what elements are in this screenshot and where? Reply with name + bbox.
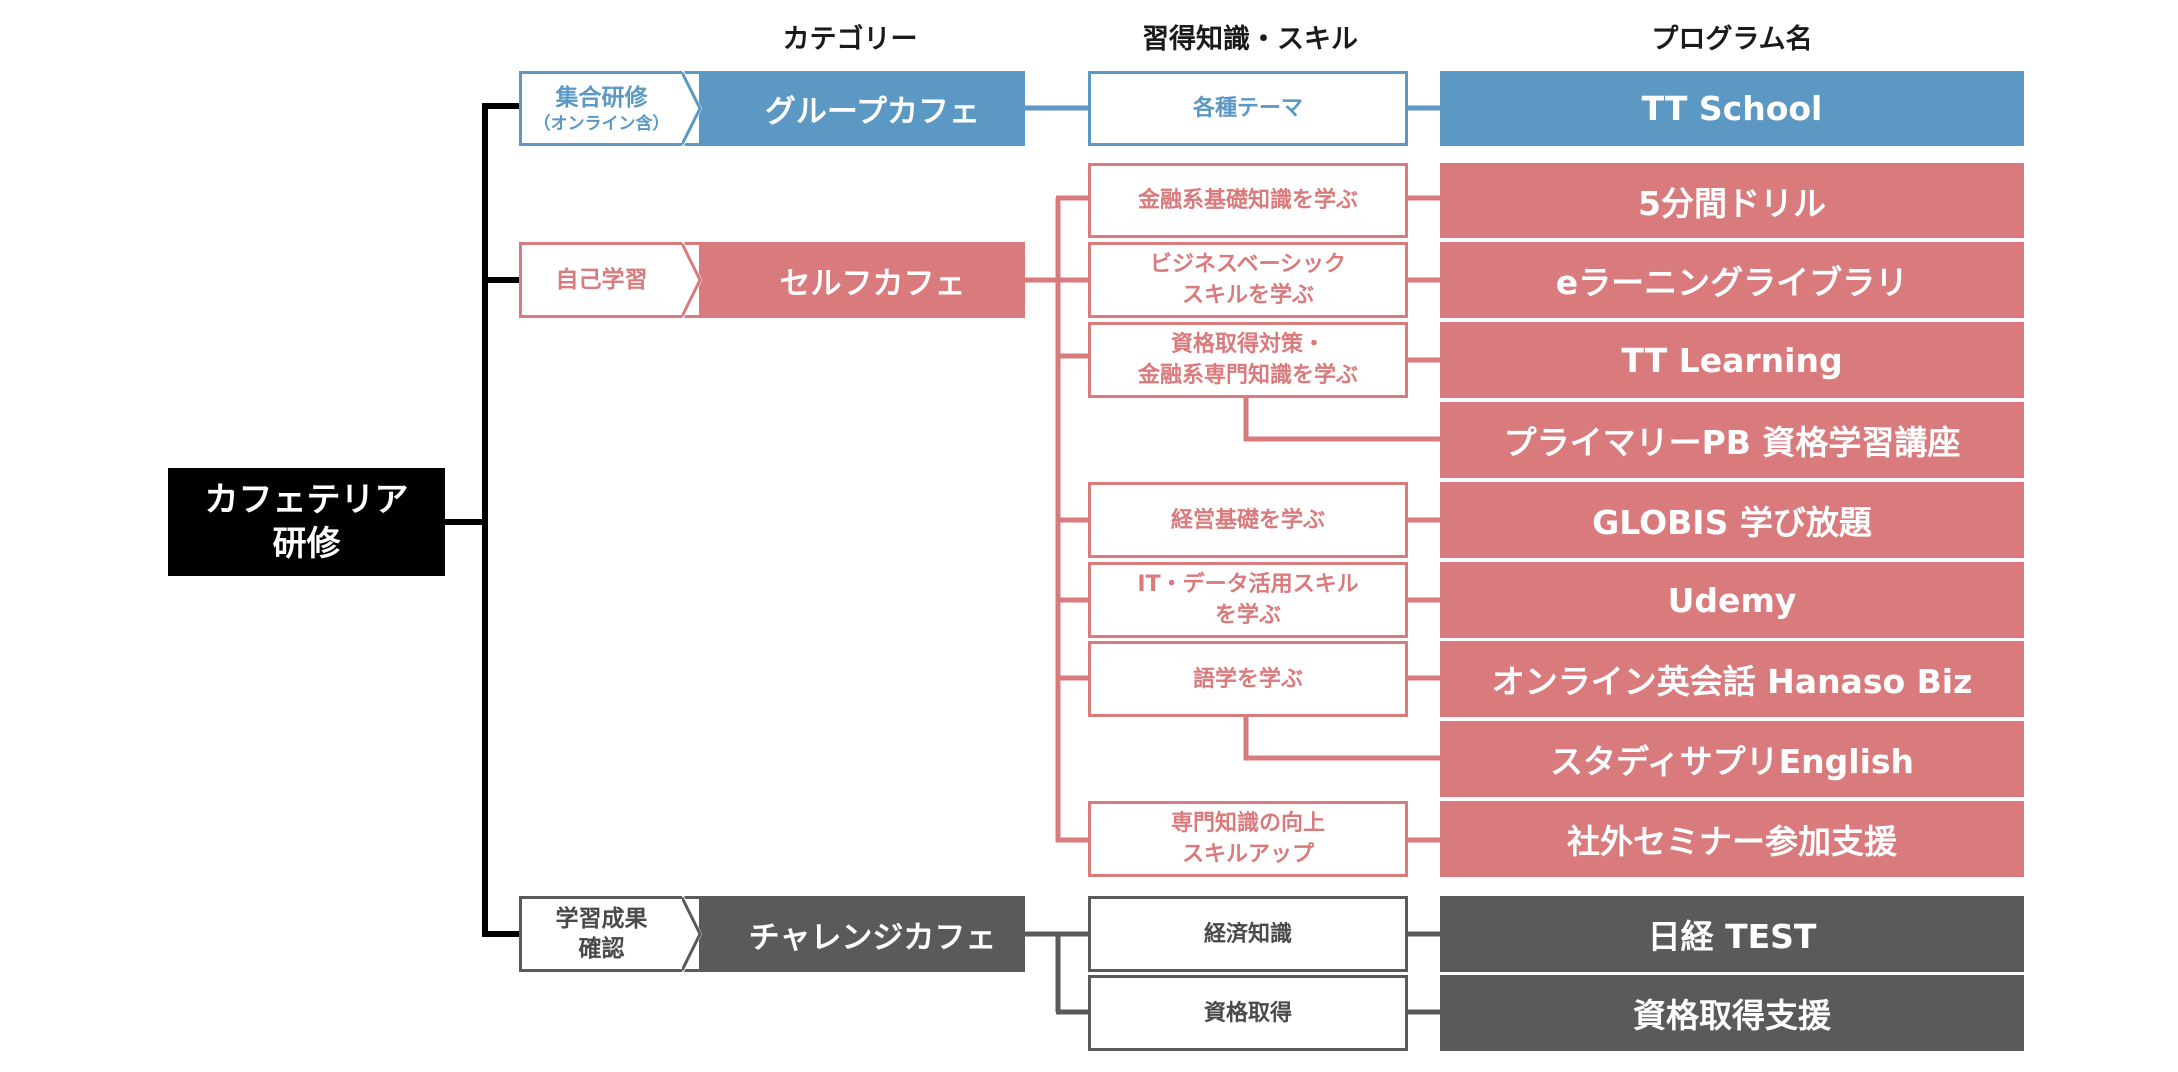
- category-group-cafe-type-line1: 集合研修: [555, 84, 648, 111]
- skill-various-themes: 各種テーマ: [1088, 71, 1408, 146]
- skill-specialized-upskill: 専門知識の向上 スキルアップ: [1088, 801, 1408, 877]
- category-self-cafe-type-line1: 自己学習: [555, 267, 648, 293]
- program-udemy: Udemy: [1440, 562, 2024, 638]
- category-challenge-cafe: チャレンジカフェ: [690, 896, 1025, 972]
- skill-line2: を学ぶ: [1214, 603, 1281, 628]
- category-challenge-cafe-arrow: [682, 896, 702, 972]
- category-challenge-cafe-label: チャレンジカフェ: [748, 919, 997, 956]
- program-tt-school: TT School: [1440, 71, 2024, 146]
- skill-line1: 資格取得: [1203, 1000, 1292, 1026]
- skill-line1: 経営基礎を学ぶ: [1170, 507, 1325, 533]
- category-group-cafe-arrow: [682, 71, 702, 146]
- skill-line1: IT・データ活用スキル: [1137, 572, 1359, 597]
- skill-line1: 金融系基礎知識を学ぶ: [1137, 188, 1358, 213]
- program-nikkei-test: 日経 TEST: [1440, 896, 2024, 972]
- category-self-cafe-label: セルフカフェ: [779, 265, 966, 302]
- skill-language: 語学を学ぶ: [1088, 641, 1408, 717]
- program-primary-pb: プライマリーPB 資格学習講座: [1440, 402, 2024, 478]
- header-skills: 習得知識・スキル: [1142, 24, 1358, 55]
- skill-line1: 各種テーマ: [1192, 96, 1303, 121]
- challenge-cafe-connectors: [1024, 931, 1440, 1015]
- skill-line1: ビジネスベーシック: [1149, 252, 1347, 277]
- category-group-cafe: グループカフェ: [690, 71, 1025, 146]
- self-cafe-connectors: [1024, 195, 1440, 843]
- skill-line2: スキルアップ: [1181, 842, 1314, 867]
- skill-it-data: IT・データ活用スキル を学ぶ: [1088, 562, 1408, 638]
- skill-line1: 専門知識の向上: [1170, 811, 1325, 836]
- category-self-cafe-arrow: [682, 242, 702, 318]
- skill-line2: 金融系専門知識を学ぶ: [1137, 363, 1358, 388]
- skill-business-basic: ビジネスベーシック スキルを学ぶ: [1088, 242, 1408, 318]
- header-category: カテゴリー: [782, 24, 918, 55]
- header-program: プログラム名: [1651, 24, 1813, 55]
- program-qualification-support: 資格取得支援: [1440, 975, 2024, 1051]
- program-tt-learning: TT Learning: [1440, 322, 2024, 398]
- skill-finance-basics: 金融系基礎知識を学ぶ: [1088, 163, 1408, 238]
- skill-line1: 資格取得対策・: [1170, 332, 1325, 357]
- category-self-cafe-type: 自己学習: [519, 242, 699, 318]
- category-group-cafe-type: 集合研修 （オンライン含）: [519, 71, 699, 146]
- skill-qualification: 資格取得: [1088, 975, 1408, 1051]
- skill-line2: スキルを学ぶ: [1181, 283, 1314, 308]
- program-elearning-library: eラーニングライブラリ: [1440, 242, 2024, 318]
- root-line1: カフェテリア: [204, 480, 409, 520]
- category-challenge-cafe-type-line2: 確認: [578, 936, 625, 962]
- category-group-cafe-label: グループカフェ: [764, 94, 981, 130]
- skill-qualification-finance: 資格取得対策・ 金融系専門知識を学ぶ: [1088, 322, 1408, 398]
- root-connectors: [444, 103, 520, 937]
- category-challenge-cafe-type: 学習成果 確認: [519, 896, 699, 972]
- root-line2: 研修: [272, 524, 341, 564]
- program-studysapuri-english: スタディサプリEnglish: [1440, 721, 2024, 797]
- program-5min-drill: 5分間ドリル: [1440, 163, 2024, 238]
- program-globis: GLOBIS 学び放題: [1440, 482, 2024, 558]
- skill-line1: 経済知識: [1203, 921, 1292, 947]
- root-node: カフェテリア 研修: [168, 468, 445, 576]
- category-group-cafe-type-line2: （オンライン含）: [533, 113, 670, 134]
- category-challenge-cafe-type-line1: 学習成果: [555, 906, 648, 932]
- skill-management-basics: 経営基礎を学ぶ: [1088, 482, 1408, 558]
- skill-line1: 語学を学ぶ: [1192, 666, 1303, 692]
- program-hanaso-biz: オンライン英会話 Hanaso Biz: [1440, 641, 2024, 717]
- skill-economic-knowledge: 経済知識: [1088, 896, 1408, 972]
- program-external-seminar: 社外セミナー参加支援: [1440, 801, 2024, 877]
- category-self-cafe: セルフカフェ: [690, 242, 1025, 318]
